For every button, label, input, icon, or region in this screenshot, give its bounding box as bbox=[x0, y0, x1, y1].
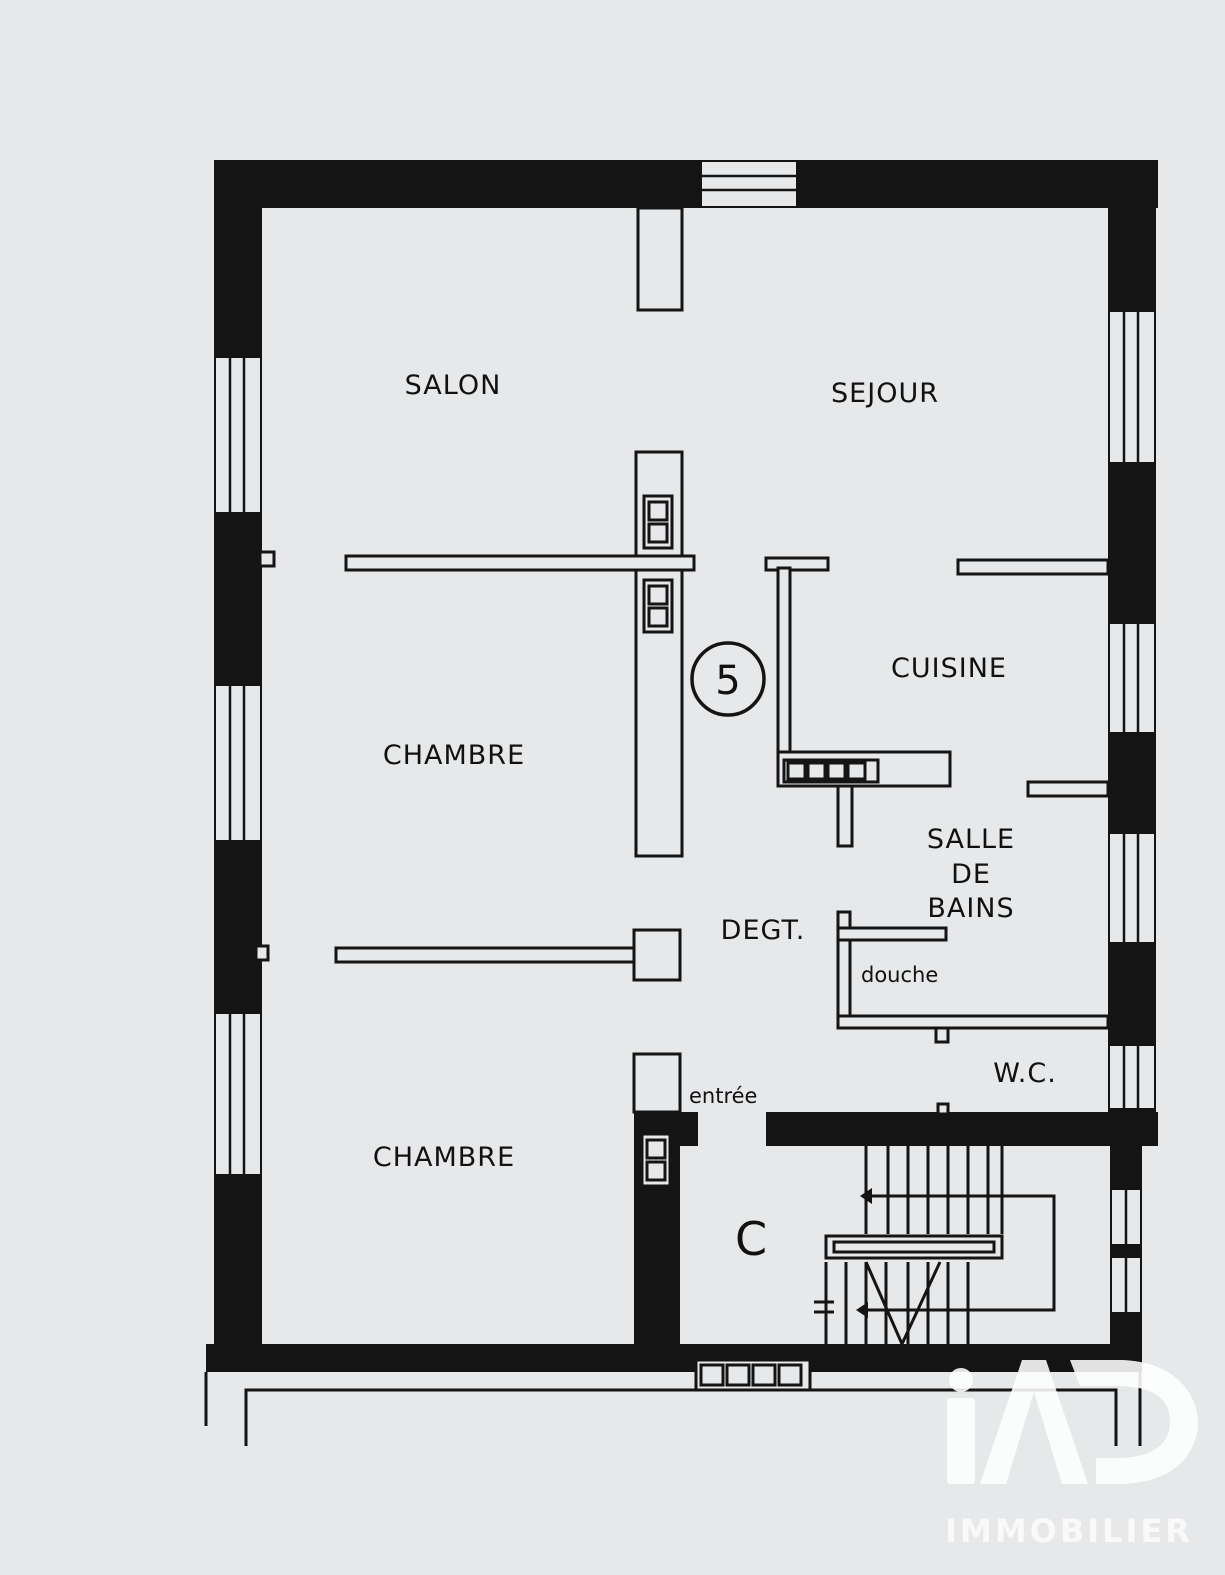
room-label-salon: SALON bbox=[405, 370, 502, 401]
room-label-stair-core: C bbox=[735, 1212, 767, 1266]
room-label-sejour: SEJOUR bbox=[831, 378, 939, 409]
room-label-salle-line3: BAINS bbox=[927, 893, 1014, 924]
room-label-degt: DEGT. bbox=[721, 915, 806, 946]
iad-logo-icon bbox=[947, 1360, 1198, 1484]
room-label-cuisine: CUISINE bbox=[891, 653, 1007, 684]
room-label-salle-line1: SALLE bbox=[927, 824, 1015, 855]
room-label-entree: entrée bbox=[689, 1084, 757, 1108]
room-labels: SALON SEJOUR CUISINE CHAMBRE SALLE DE BA… bbox=[373, 370, 1057, 1266]
room-label-chambre-1: CHAMBRE bbox=[383, 740, 525, 771]
unit-number: 5 bbox=[715, 658, 740, 704]
unit-number-badge: 5 bbox=[690, 641, 766, 717]
partitions bbox=[254, 206, 1110, 1116]
iad-subtitle: IMMOBILIER bbox=[945, 1512, 1193, 1550]
room-label-wc: W.C. bbox=[993, 1058, 1057, 1089]
room-label-salle-line2: DE bbox=[951, 859, 991, 890]
windows bbox=[216, 162, 1154, 1312]
staircase bbox=[814, 1146, 1056, 1348]
ventilation-ducts bbox=[640, 494, 880, 1392]
room-label-douche: douche bbox=[861, 963, 938, 987]
room-label-chambre-2: CHAMBRE bbox=[373, 1142, 515, 1173]
iad-watermark: IMMOBILIER bbox=[945, 1360, 1198, 1550]
